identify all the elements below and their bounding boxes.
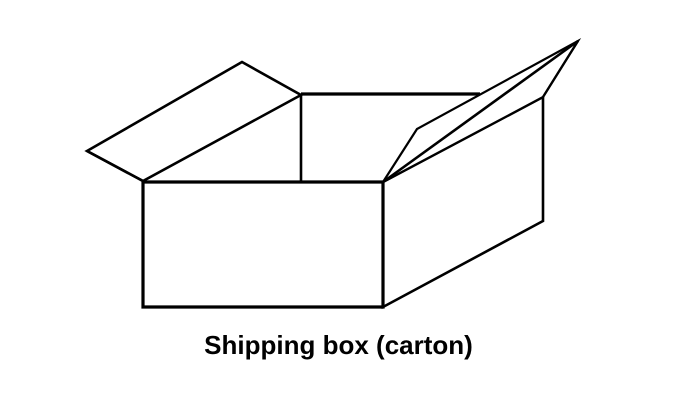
figure-caption: Shipping box (carton) xyxy=(204,330,473,360)
right-flap-inner-fold-edge xyxy=(382,39,579,184)
left-flap-fill xyxy=(87,62,301,181)
front-panel-outline xyxy=(141,180,385,309)
interior-back-wall-fill xyxy=(143,94,480,182)
caption-container: Shipping box (carton) xyxy=(0,330,677,360)
right-flap-tip-edge xyxy=(542,40,579,98)
right-panel-fill xyxy=(383,97,543,307)
left-flap-crease-edge xyxy=(86,149,144,183)
front-panel-fill xyxy=(143,182,383,307)
